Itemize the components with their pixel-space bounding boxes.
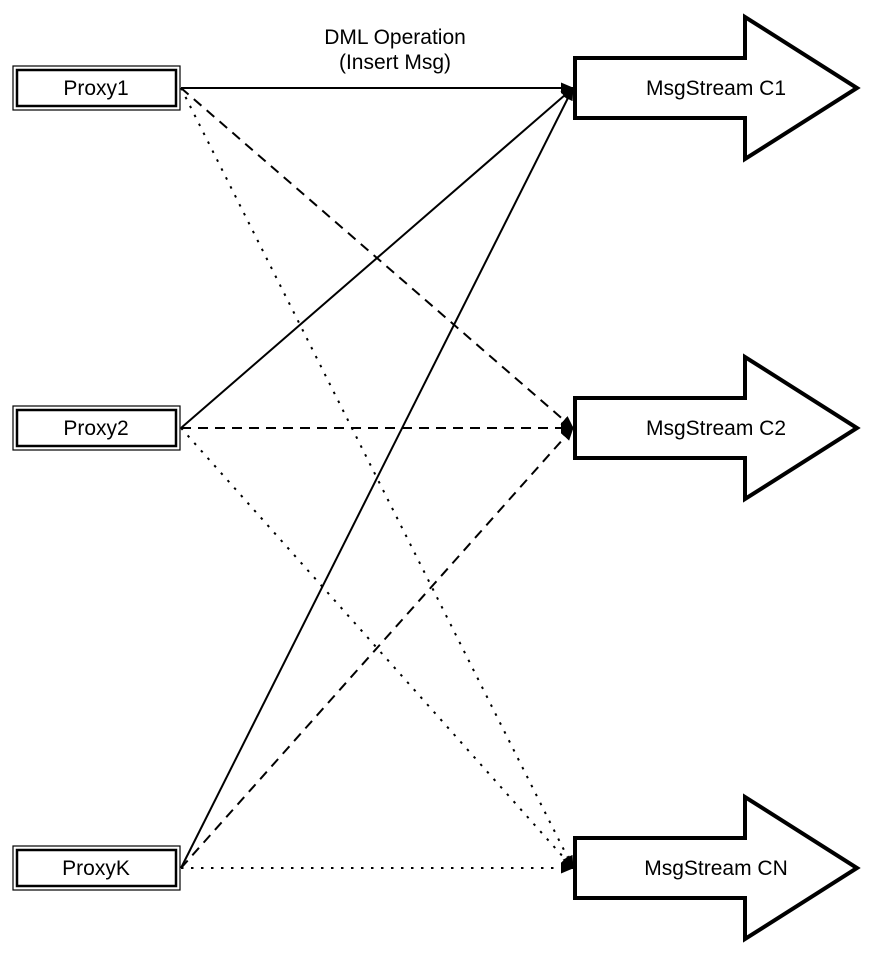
msgstream-arrow-c1: MsgStream C1 [573,13,861,163]
msgstream-c2-label: MsgStream C2 [646,417,786,440]
msgstream-arrow-cn: MsgStream CN [573,793,861,943]
block-arrow-icon [573,13,861,163]
dml-operation-label-line1: DML Operation [324,26,466,49]
proxyk-label: ProxyK [62,857,130,880]
connections-group [180,82,574,874]
dml-operation-label-line2: (Insert Msg) [339,51,451,74]
proxy-box-body [15,848,178,888]
connection-solid-line [180,87,574,869]
proxy2-box: Proxy2 [12,405,181,451]
block-arrow-icon [573,793,861,943]
proxy-box-outline [12,405,181,451]
connection-solid-line [180,87,574,429]
proxy-box-outline [12,845,181,891]
connection-dotted-line [180,427,574,869]
msgstream-arrow-c2: MsgStream C2 [573,353,861,503]
proxy-box-body [15,408,178,448]
connection-dashed-line [180,427,574,869]
proxyk-box: ProxyK [12,845,181,891]
proxy-box-body [15,68,178,108]
proxy1-label: Proxy1 [63,77,128,100]
proxy-box-outline [12,65,181,111]
proxy1-box: Proxy1 [12,65,181,111]
block-arrow-icon [573,353,861,503]
msgstream-c1-label: MsgStream C1 [646,77,786,100]
msgstream-cn-label: MsgStream CN [644,857,788,880]
dml-operation-label: DML Operation (Insert Msg) [324,26,466,74]
proxy2-label: Proxy2 [63,417,128,440]
